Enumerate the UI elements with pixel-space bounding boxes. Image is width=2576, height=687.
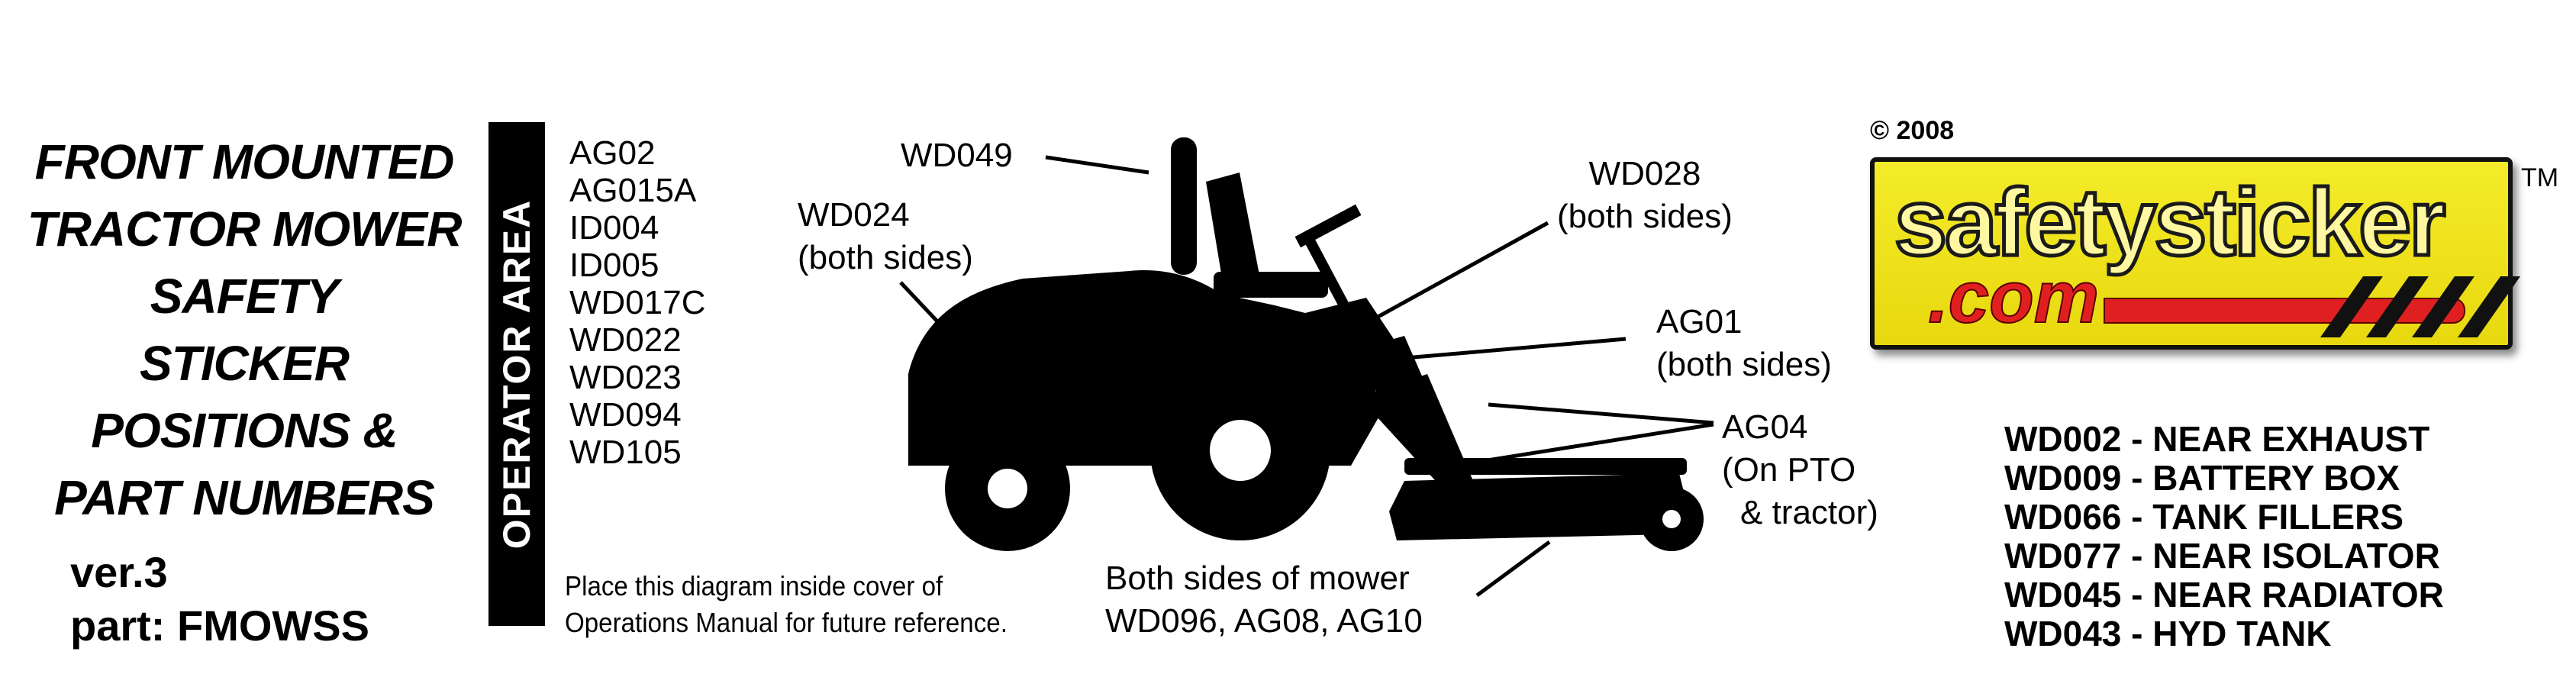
operator-code: WD023 [569, 359, 682, 396]
label-wd028-code: WD028 [1588, 155, 1701, 192]
location-item: WD002 - NEAR EXHAUST [2004, 419, 2430, 459]
title-line: STICKER [140, 336, 350, 391]
title-line: PART NUMBERS [54, 470, 435, 525]
operator-area-bar: OPERATOR AREA [488, 122, 545, 626]
trademark-symbol: TM [2521, 163, 2559, 192]
operator-code: AG02 [569, 134, 656, 172]
label-ag01-code: AG01 [1656, 303, 1743, 340]
label-wd024: WD024 (both sides) [798, 194, 973, 279]
label-ag04: AG04 (On PTO & tractor) [1722, 406, 1878, 534]
label-mower-line2: WD096, AG08, AG10 [1105, 602, 1423, 640]
label-ag01: AG01 (both sides) [1656, 301, 1832, 386]
label-wd024-code: WD024 [798, 196, 910, 234]
label-wd049: WD049 [901, 137, 1013, 174]
label-wd028: WD028 (both sides) [1557, 153, 1733, 238]
logo-swoosh [2104, 298, 2465, 324]
label-wd024-sub: (both sides) [798, 239, 973, 276]
label-mower-sides: Both sides of mower WD096, AG08, AG10 [1105, 557, 1423, 643]
tractor-mower-diagram [908, 137, 1704, 551]
location-item: WD066 - TANK FILLERS [2004, 497, 2404, 537]
title-block: FRONT MOUNTED TRACTOR MOWER SAFETY STICK… [0, 128, 488, 531]
label-ag04-code: AG04 [1722, 408, 1808, 446]
location-list: WD002 - NEAR EXHAUST WD009 - BATTERY BOX… [2004, 420, 2444, 653]
safetysticker-logo: safetysticker .com [1870, 157, 2521, 350]
placement-note: Place this diagram inside cover of Opera… [565, 568, 1046, 641]
location-item: WD009 - BATTERY BOX [2004, 458, 2400, 498]
operator-code: ID005 [569, 247, 659, 284]
location-item: WD045 - NEAR RADIATOR [2004, 575, 2444, 614]
title-line: SAFETY [150, 269, 339, 324]
operator-code: WD017C [569, 284, 706, 321]
operator-code: WD105 [569, 434, 682, 471]
version-label: ver.3 [70, 548, 168, 596]
note-line-2: Operations Manual for future reference. [565, 607, 1008, 638]
note-line-1: Place this diagram inside cover of [565, 570, 943, 602]
label-mower-line1: Both sides of mower [1105, 560, 1410, 597]
location-item: WD043 - HYD TANK [2004, 614, 2332, 653]
operator-code: ID004 [569, 209, 659, 247]
copyright-label: © 2008 [1870, 116, 1955, 145]
wheel-hubs [988, 420, 1681, 528]
location-item: WD077 - NEAR ISOLATOR [2004, 536, 2440, 576]
operator-code: WD022 [569, 321, 682, 359]
operator-code: AG015A [569, 172, 697, 209]
label-ag04-sub1: (On PTO [1722, 451, 1856, 489]
label-wd028-sub: (both sides) [1557, 198, 1733, 235]
title-line: TRACTOR MOWER [27, 202, 463, 256]
title-line: FRONT MOUNTED [34, 134, 455, 189]
label-ag01-sub: (both sides) [1656, 346, 1832, 383]
part-number-label: part: FMOWSS [70, 602, 369, 650]
title-line: POSITIONS & [91, 403, 398, 458]
operator-area-codes: AG02 AG015A ID004 ID005 WD017C WD022 WD0… [569, 134, 706, 471]
label-ag04-sub2: & tractor) [1740, 494, 1878, 531]
operator-code: WD094 [569, 396, 682, 434]
logo-brand-suffix: .com [1927, 256, 2100, 338]
logo-brand-main: safetysticker [1892, 169, 2447, 278]
